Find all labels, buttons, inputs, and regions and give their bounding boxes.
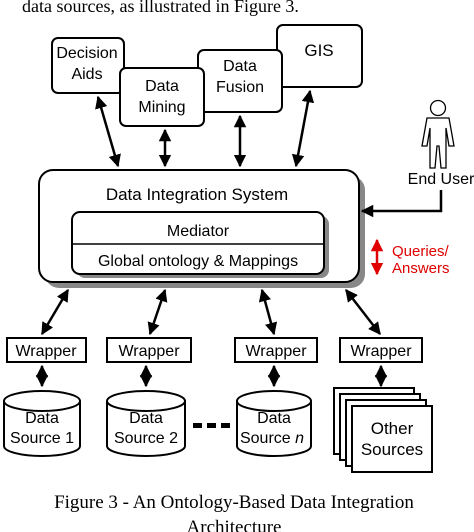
wrapper-3-label: Wrapper [245,343,307,360]
queries-label: Queries/ [392,243,450,260]
figure-caption-line-2: Architecture [187,517,282,532]
arrow-gis [291,89,315,168]
end-user-figure [421,99,455,169]
wrapper-1: Wrapper [6,337,87,363]
other-sources-label-2: Sources [361,440,423,459]
decision-aids-label-2: Aids [71,66,102,83]
gis-label: GIS [304,41,333,60]
arrow-decision-aids [95,95,121,168]
wrapper-arrows [40,288,381,336]
header-fragment: data sources, as illustrated in Figure 3… [22,0,299,16]
figure-caption-line-1: Figure 3 - An Ontology-Based Data Integr… [54,492,414,513]
data-source-1: Data Source 1 [3,390,81,457]
end-user-arrow [360,190,443,218]
data-source-2-label-1: Data [129,410,163,427]
app-arrows [95,89,315,168]
data-source-1-label-1: Data [25,410,59,427]
data-mining-box: Data Mining [119,67,205,127]
data-source-2-label-2: Source 2 [114,430,178,447]
source-arrows [35,364,388,388]
arrow-wrapper-3 [258,288,278,336]
end-user-label: End User [408,171,474,188]
gis-box: GIS [276,24,363,88]
decision-aids-label-1: Decision [56,45,117,62]
other-sources-stack: Other Sources [333,387,433,473]
arrow-wrapper-4 [345,289,381,335]
ellipsis-dashes [193,423,230,428]
data-source-n-label-1: Data [257,410,291,427]
data-integration-system-box: Data Integration System Mediator Global … [38,169,365,288]
decision-aids-box: Decision Aids [51,37,125,94]
other-sources-label-1: Other [371,419,414,438]
data-fusion-label-1: Data [223,58,257,75]
data-mining-label-2: Mining [138,99,185,116]
data-fusion-label-2: Fusion [216,79,264,96]
source-n-italic: n [295,430,304,447]
mediator-box [71,211,325,275]
answers-label: Answers [392,260,450,277]
wrapper-3: Wrapper [234,337,318,363]
wrapper-1-label: Wrapper [15,343,77,360]
wrapper-4: Wrapper [339,337,423,363]
source-n-prefix: Source [240,430,295,447]
data-source-1-label-2: Source 1 [10,430,74,447]
data-source-2: Data Source 2 [106,390,186,457]
mediator-label: Mediator [167,223,230,240]
data-source-n: Data Source n [236,390,312,457]
integration-system-title: Data Integration System [106,185,288,204]
data-mining-label-1: Data [145,78,179,95]
wrapper-4-label: Wrapper [350,343,412,360]
arrow-wrapper-2 [147,288,168,336]
wrapper-2-label: Wrapper [118,343,180,360]
wrapper-2: Wrapper [106,337,192,363]
arrow-wrapper-1 [40,288,70,336]
data-fusion-box: Data Fusion [197,49,283,113]
ontology-label: Global ontology & Mappings [98,253,298,270]
data-source-n-label-2: Source n [240,430,304,447]
